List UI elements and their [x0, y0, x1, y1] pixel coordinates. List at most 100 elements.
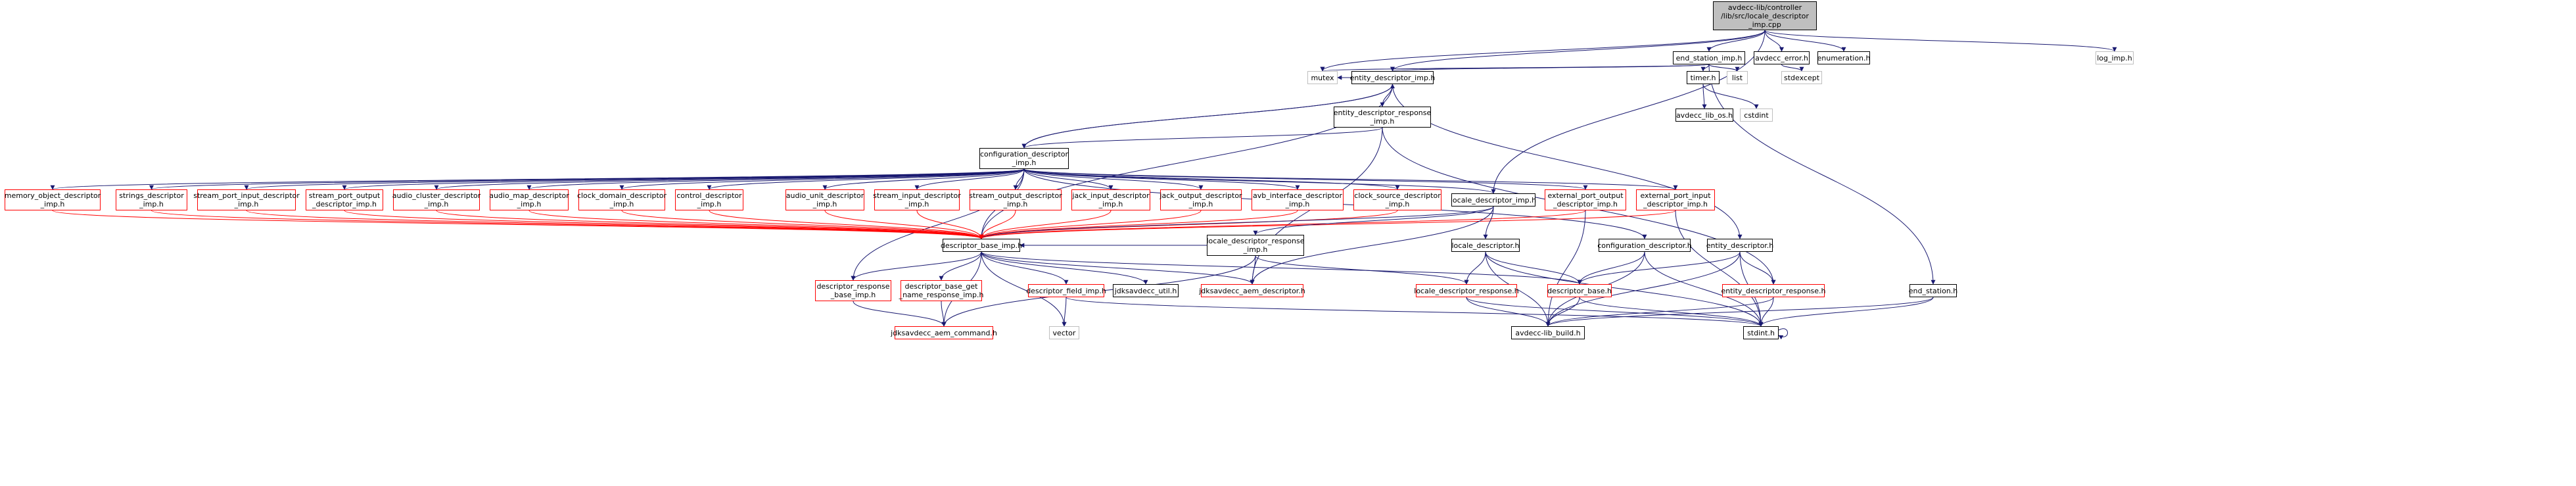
edge-end-station-imp-to-entity-descriptor-imp [1390, 64, 1710, 72]
node-entity-descriptor-imp[interactable]: entity_descriptor_imp.h [1350, 71, 1435, 84]
node-locale-descriptor-response[interactable]: locale_descriptor_response.h [1414, 284, 1519, 297]
node-descriptor-base[interactable]: descriptor_base.h [1547, 284, 1612, 297]
edge-root-to-end-station-imp [1706, 30, 1766, 52]
edge-root-to-avdecc-error [1764, 30, 1784, 52]
edge-configuration-descriptor-imp-to-external-port-input-descriptor-imp [1023, 168, 1678, 190]
node-clock-source-descriptor-imp[interactable]: clock_source_descriptor _imp.h [1353, 189, 1441, 210]
edge-end-station-imp-to-list [1708, 64, 1740, 72]
node-jack-input-descriptor-imp[interactable]: jack_input_descriptor _imp.h [1071, 189, 1150, 210]
node-control-descriptor-imp[interactable]: control_descriptor _imp.h [675, 189, 743, 210]
edge-end-station-to-stdint [1758, 297, 1934, 327]
edge-root-to-entity-descriptor-imp [1390, 30, 1766, 72]
edge-layer [51, 30, 2117, 340]
node-vector[interactable]: vector [1049, 326, 1079, 339]
node-external-port-input-descriptor-imp[interactable]: external_port_input _descriptor_imp.h [1636, 189, 1715, 210]
node-enumeration[interactable]: enumeration.h [1817, 51, 1871, 64]
edge-external-port-input-descriptor-imp-to-descriptor-base-imp [979, 210, 1676, 239]
edge-end-station-to-avdecc-lib-build [1545, 297, 1934, 327]
edge-configuration-descriptor-imp-to-jack-input-descriptor-imp [1023, 168, 1113, 190]
node-avdecc-lib-build[interactable]: avdecc-lib_build.h [1511, 326, 1585, 339]
node-avdecc-error[interactable]: avdecc_error.h [1754, 51, 1810, 64]
edge-timer-to-cstdint [1702, 84, 1759, 109]
edge-descriptor-field-imp-to-vector [1062, 297, 1067, 327]
edge-descriptor-base-imp-to-descriptor-field-imp [981, 251, 1069, 285]
node-root[interactable]: avdecc-lib/controller /lib/src/locale_de… [1713, 1, 1817, 30]
edge-descriptor-base-imp-to-descriptor-base [981, 251, 1582, 285]
edge-jack-output-descriptor-imp-to-descriptor-base-imp [979, 210, 1202, 239]
node-avdecc-lib-os[interactable]: avdecc_lib_os.h [1675, 109, 1733, 122]
node-list[interactable]: list [1727, 71, 1748, 84]
edge-avb-interface-descriptor-imp-to-descriptor-base-imp [979, 210, 1298, 239]
node-stream-output-descriptor-imp[interactable]: stream_output_descriptor _imp.h [969, 189, 1062, 210]
node-jdksavdecc-aem-command[interactable]: jdksavdecc_aem_command.h [891, 326, 997, 339]
edge-locale-descriptor-imp-to-locale-descriptor-response-imp [1253, 206, 1494, 235]
node-descriptor-base-imp[interactable]: descriptor_base_imp.h [941, 239, 1022, 252]
node-mutex[interactable]: mutex [1307, 71, 1338, 84]
node-descriptor-base-get-name-response-imp[interactable]: descriptor_base_get _name_response_imp.h [899, 280, 983, 301]
edge-locale-descriptor-imp-to-locale-descriptor [1483, 206, 1494, 239]
edge-external-port-output-descriptor-imp-to-descriptor-base-imp [979, 210, 1586, 239]
edge-descriptor-base-to-avdecc-lib-build [1545, 297, 1580, 327]
edge-configuration-descriptor-imp-to-strings-descriptor-imp [149, 168, 1025, 190]
node-stream-port-input-descriptor-imp[interactable]: stream_port_input_descriptor _imp.h [193, 189, 300, 210]
node-audio-unit-descriptor-imp[interactable]: audio_unit_descriptor _imp.h [785, 189, 864, 210]
edge-entity-descriptor-response-to-avdecc-lib-build [1545, 297, 1774, 327]
node-entity-descriptor-response-imp[interactable]: entity_descriptor_response _imp.h [1334, 107, 1431, 128]
node-memory-object-descriptor-imp[interactable]: memory_object_descriptor _imp.h [5, 189, 101, 210]
node-stdexcept[interactable]: stdexcept [1781, 71, 1822, 84]
edge-configuration-descriptor-imp-to-descriptor-response-base-imp [851, 168, 1025, 281]
edge-clock-domain-descriptor-imp-to-descriptor-base-imp [621, 210, 984, 239]
edge-descriptor-base-get-name-response-imp-to-jdksavdecc-aem-command [941, 301, 947, 327]
node-end-station[interactable]: end_station.h [1909, 284, 1957, 297]
edge-entity-descriptor-response-imp-to-configuration-descriptor-imp [1021, 127, 1383, 149]
node-locale-descriptor[interactable]: locale_descriptor.h [1451, 239, 1520, 252]
node-strings-descriptor-imp[interactable]: strings_descriptor _imp.h [116, 189, 187, 210]
node-timer[interactable]: timer.h [1687, 71, 1720, 84]
node-descriptor-field-imp[interactable]: descriptor_field_imp.h [1026, 284, 1106, 297]
edge-locale-descriptor-response-to-stdint [1466, 297, 1764, 327]
edge-locale-descriptor-response-imp-to-locale-descriptor-response [1255, 255, 1469, 285]
edge-strings-descriptor-imp-to-descriptor-base-imp [151, 210, 984, 239]
edge-configuration-descriptor-imp-to-control-descriptor-imp [707, 168, 1025, 190]
node-jack-output-descriptor-imp[interactable]: jack_output_descriptor _imp.h [1159, 189, 1242, 210]
node-clock-domain-descriptor-imp[interactable]: clock_domain_descriptor _imp.h [577, 189, 667, 210]
edge-entity-descriptor-to-avdecc-lib-build [1545, 251, 1741, 327]
edge-end-station-imp-to-end-station [1708, 64, 1936, 285]
edge-root-to-log-imp [1764, 30, 2117, 52]
edge-locale-descriptor-response-to-avdecc-lib-build [1466, 297, 1551, 327]
node-log-imp[interactable]: log_imp.h [2096, 51, 2134, 64]
node-stdint[interactable]: stdint.h [1743, 326, 1779, 339]
edge-configuration-descriptor-imp-to-clock-source-descriptor-imp [1023, 168, 1400, 190]
edge-descriptor-base-imp-to-descriptor-base-get-name-response-imp [939, 251, 982, 281]
edge-root-to-mutex [1320, 30, 1766, 72]
edge-locale-descriptor-to-descriptor-base [1485, 251, 1582, 285]
node-stream-input-descriptor-imp[interactable]: stream_input_descriptor _imp.h [873, 189, 961, 210]
node-stream-port-output-descriptor-imp[interactable]: stream_port_output _descriptor_imp.h [306, 189, 383, 210]
node-locale-descriptor-response-imp[interactable]: locale_descriptor_response _imp.h [1207, 235, 1305, 256]
node-jdksavdecc-util[interactable]: jdksavdecc_util.h [1113, 284, 1179, 297]
edge-locale-descriptor-to-locale-descriptor-response [1464, 251, 1486, 285]
node-locale-descriptor-imp[interactable]: locale_descriptor_imp.h [1451, 193, 1536, 207]
edge-root-to-enumeration [1764, 30, 1846, 52]
edge-audio-map-descriptor-imp-to-descriptor-base-imp [528, 210, 984, 239]
node-audio-map-descriptor-imp[interactable]: audio_map_descriptor _imp.h [489, 189, 569, 210]
edge-locale-descriptor-response-imp-to-jdksavdecc-aem-descriptor [1250, 255, 1256, 285]
node-entity-descriptor-response[interactable]: entity_descriptor_response.h [1721, 284, 1826, 297]
edge-end-station-imp-to-timer [1700, 64, 1710, 72]
node-end-station-imp[interactable]: end_station_imp.h [1673, 51, 1745, 64]
node-configuration-descriptor[interactable]: configuration_descriptor.h [1597, 239, 1692, 252]
node-jdksavdecc-aem-descriptor[interactable]: jdksavdecc_aem_descriptor.h [1199, 284, 1305, 297]
node-external-port-output-descriptor-imp[interactable]: external_port_output _descriptor_imp.h [1545, 189, 1626, 210]
edge-stream-port-output-descriptor-imp-to-descriptor-base-imp [344, 210, 984, 239]
node-cstdint[interactable]: cstdint [1740, 109, 1773, 122]
edge-configuration-descriptor-imp-to-clock-domain-descriptor-imp [619, 168, 1025, 190]
node-configuration-descriptor-imp[interactable]: configuration_descriptor _imp.h [979, 148, 1069, 169]
node-entity-descriptor[interactable]: entity_descriptor.h [1706, 239, 1773, 252]
node-avb-interface-descriptor-imp[interactable]: avb_interface_descriptor _imp.h [1252, 189, 1344, 210]
node-audio-cluster-descriptor-imp[interactable]: audio_cluster_descriptor _imp.h [392, 189, 480, 210]
edge-configuration-descriptor-imp-to-audio-map-descriptor-imp [527, 168, 1025, 190]
edge-entity-descriptor-to-entity-descriptor-response [1739, 251, 1776, 285]
edge-configuration-descriptor-imp-to-jack-output-descriptor-imp [1023, 168, 1204, 190]
node-descriptor-response-base-imp[interactable]: descriptor_response _base_imp.h [815, 280, 891, 301]
